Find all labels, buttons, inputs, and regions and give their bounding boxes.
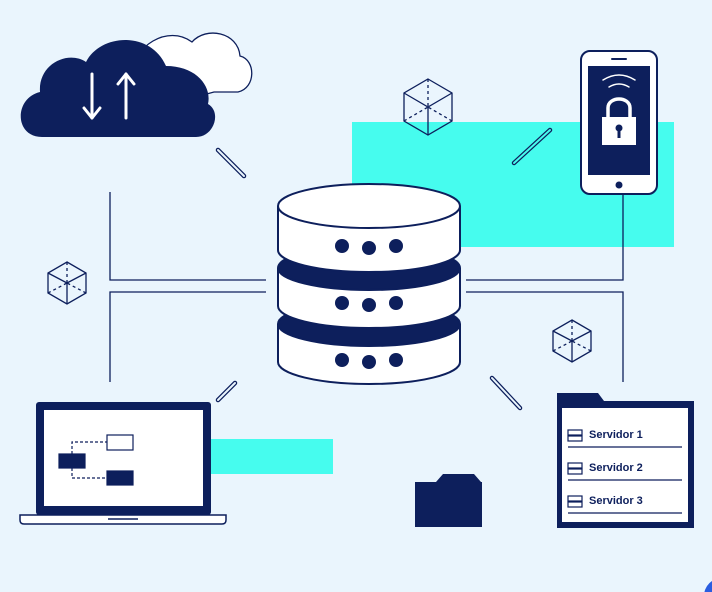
cloud-sync-icon [20, 32, 253, 137]
connector-lines [109, 192, 624, 382]
corner-dot [704, 581, 712, 592]
cube-icon [403, 78, 453, 136]
folder-icon [415, 474, 482, 527]
flowchart-icon [58, 434, 134, 486]
connector-cloud [109, 192, 266, 281]
server-label-2: Servidor 2 [589, 462, 643, 474]
server-label-1: Servidor 1 [589, 429, 643, 441]
sync-arrows-icon [82, 72, 136, 120]
cube-icon [552, 319, 592, 363]
padlock-icon [602, 97, 636, 145]
dash-accents [215, 127, 553, 411]
connector-servers [466, 291, 624, 382]
server-label-3: Servidor 3 [589, 495, 643, 507]
signal-waves-icon [602, 74, 636, 88]
database-server-icon [277, 183, 461, 385]
phone-lock-icon [580, 50, 658, 195]
server-list-icon [557, 393, 694, 528]
database-lights [335, 239, 403, 369]
cloud-front-icon [20, 40, 216, 137]
cube-icon [47, 261, 87, 305]
laptop-diagram-icon [19, 402, 227, 525]
connector-phone [466, 194, 624, 281]
connector-laptop [109, 291, 266, 382]
